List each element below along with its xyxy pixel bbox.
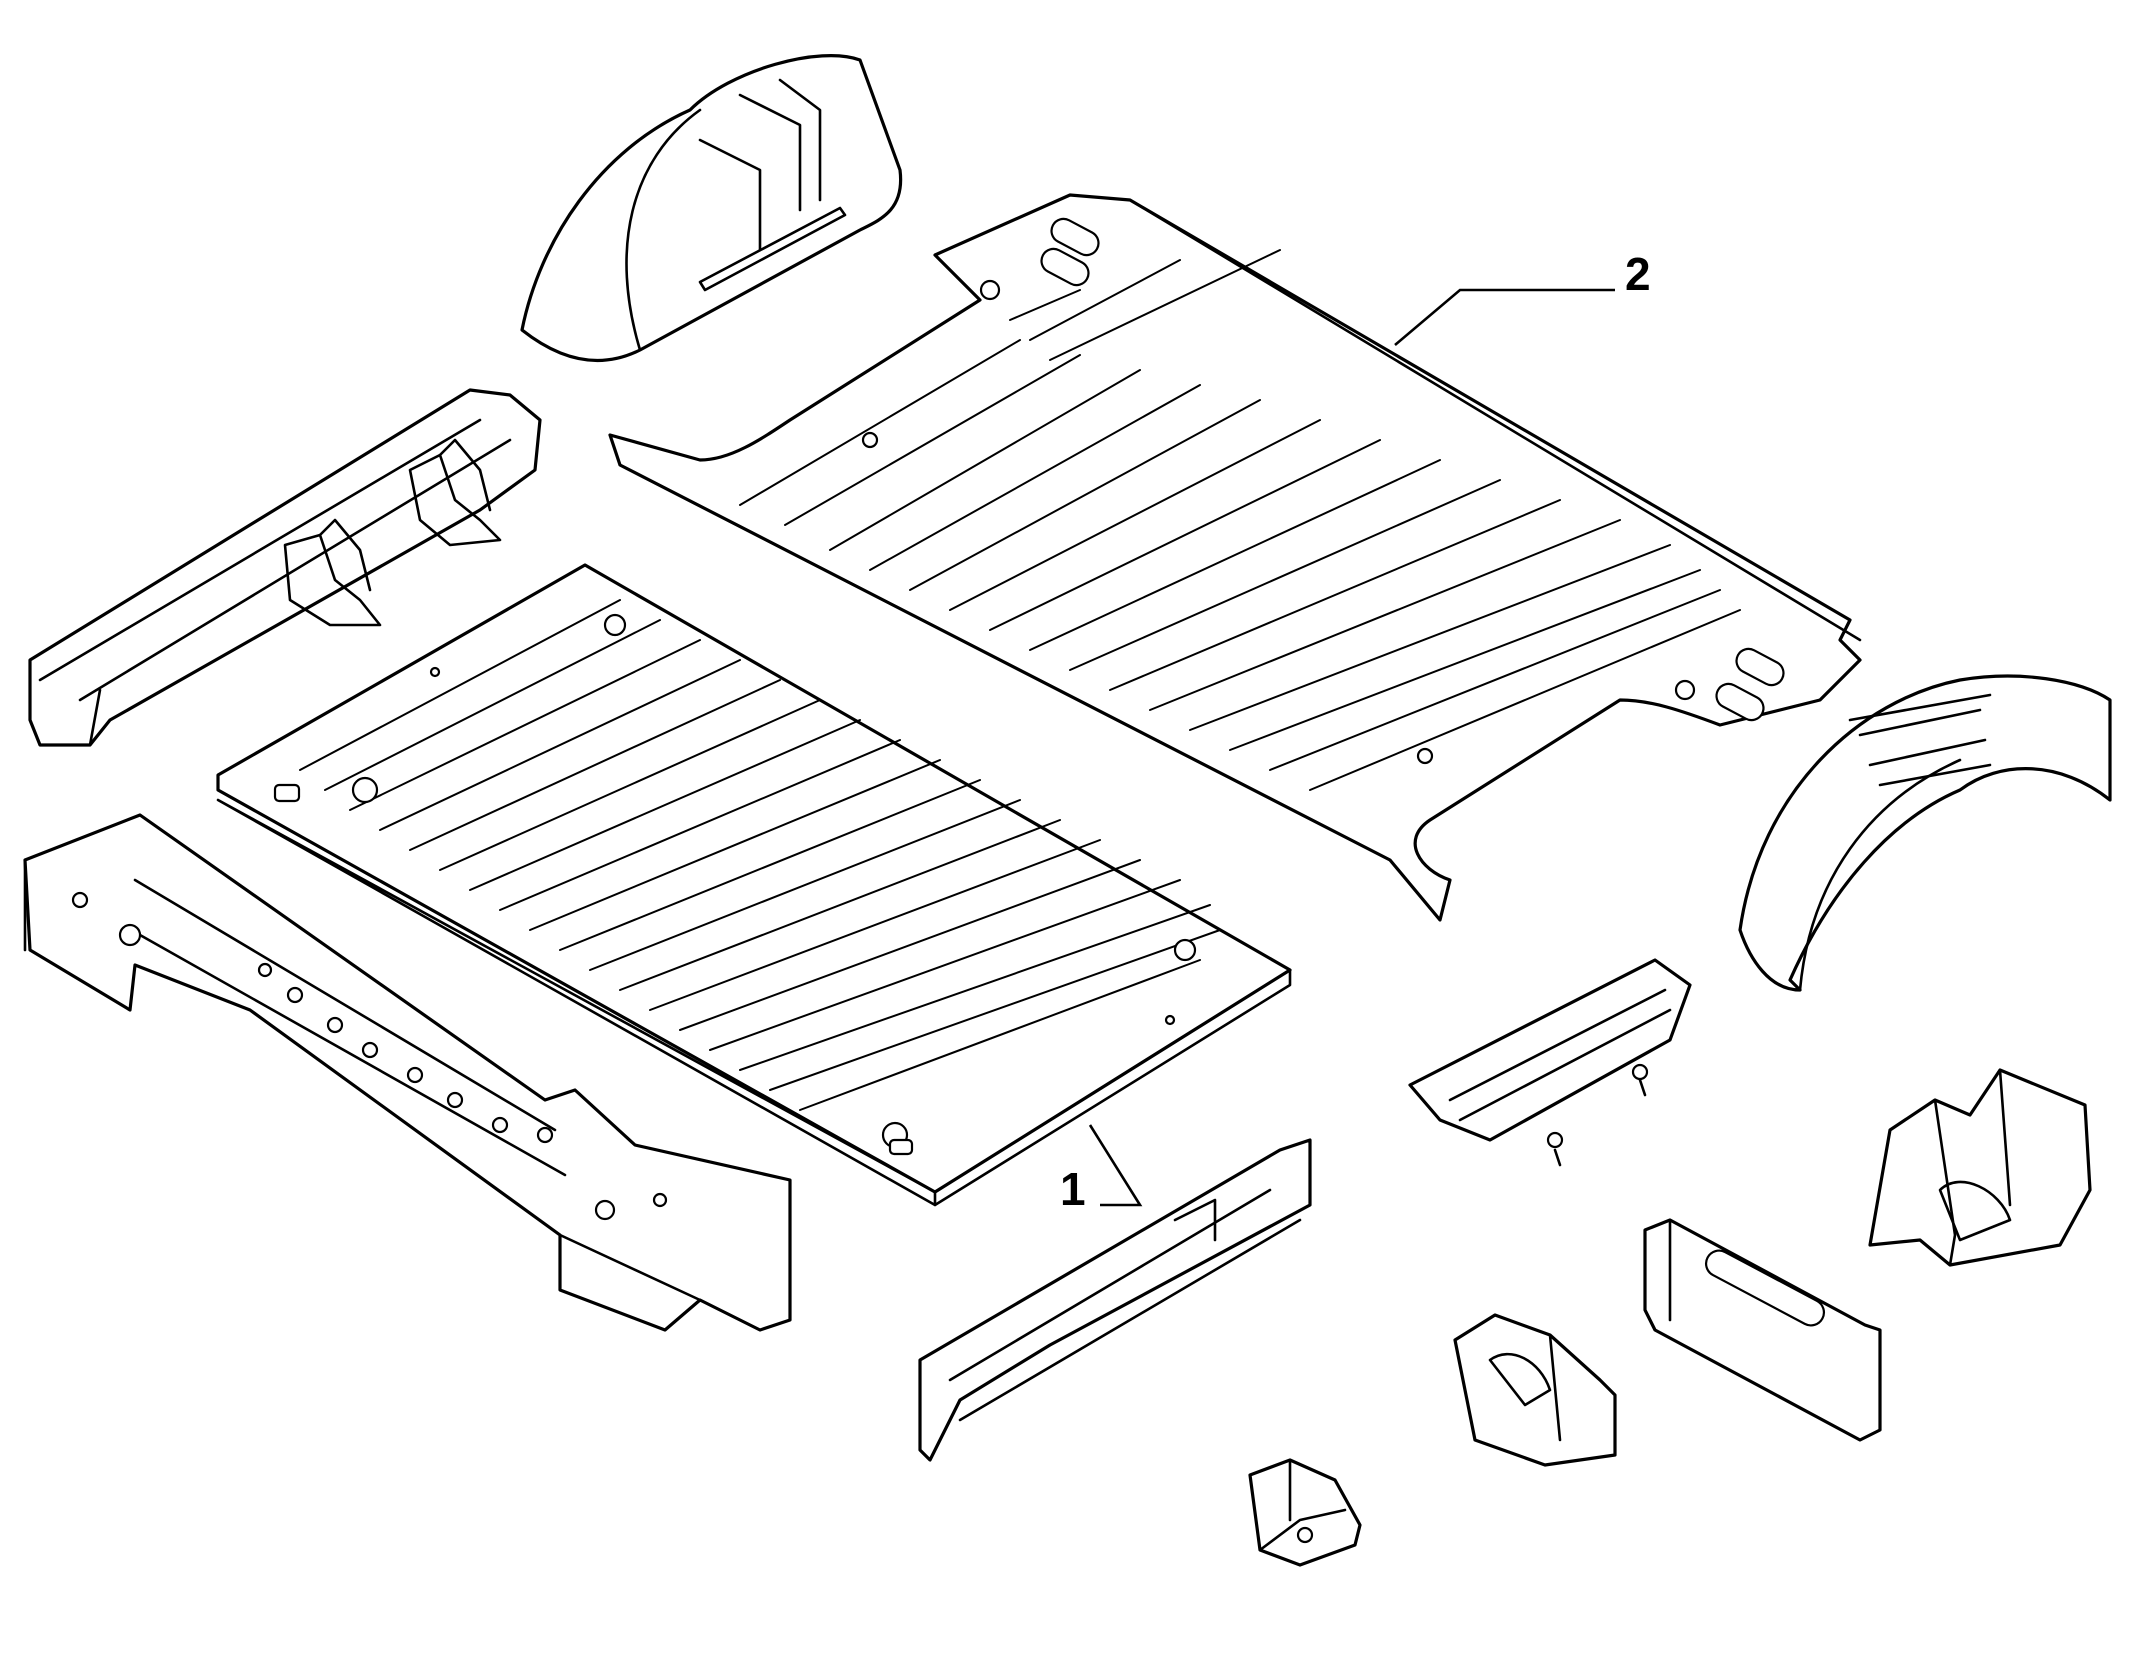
channel-bracket[interactable]: [1453, 1313, 1617, 1467]
callout-2-leader: [1394, 288, 1615, 346]
rear-floor-panel[interactable]: [608, 193, 1862, 922]
rear-floor-ribs: [739, 249, 1741, 791]
front-floor-ribs: [299, 599, 1221, 1111]
reinforcement-beam[interactable]: [918, 1138, 1312, 1462]
mid-crossmember[interactable]: [1408, 958, 1692, 1167]
wheel-arch-cover-top[interactable]: [520, 54, 903, 362]
rear-crossmember[interactable]: [23, 813, 792, 1332]
callout-1-leader: [1088, 1124, 1143, 1207]
wheel-arch-right[interactable]: [1738, 674, 2112, 992]
rear-floor-slots: [1040, 217, 1785, 722]
left-side-rail[interactable]: [28, 388, 542, 747]
front-floor-panel[interactable]: [216, 563, 1292, 1207]
right-rear-bracket[interactable]: [1868, 1068, 2092, 1267]
callout-label-1: 1: [1060, 1163, 1086, 1215]
crossmember-holes: [71, 891, 668, 1221]
mounting-bracket[interactable]: [1248, 1458, 1362, 1567]
slotted-bracket[interactable]: [1643, 1218, 1882, 1442]
callout-label-2: 2: [1625, 248, 1651, 300]
